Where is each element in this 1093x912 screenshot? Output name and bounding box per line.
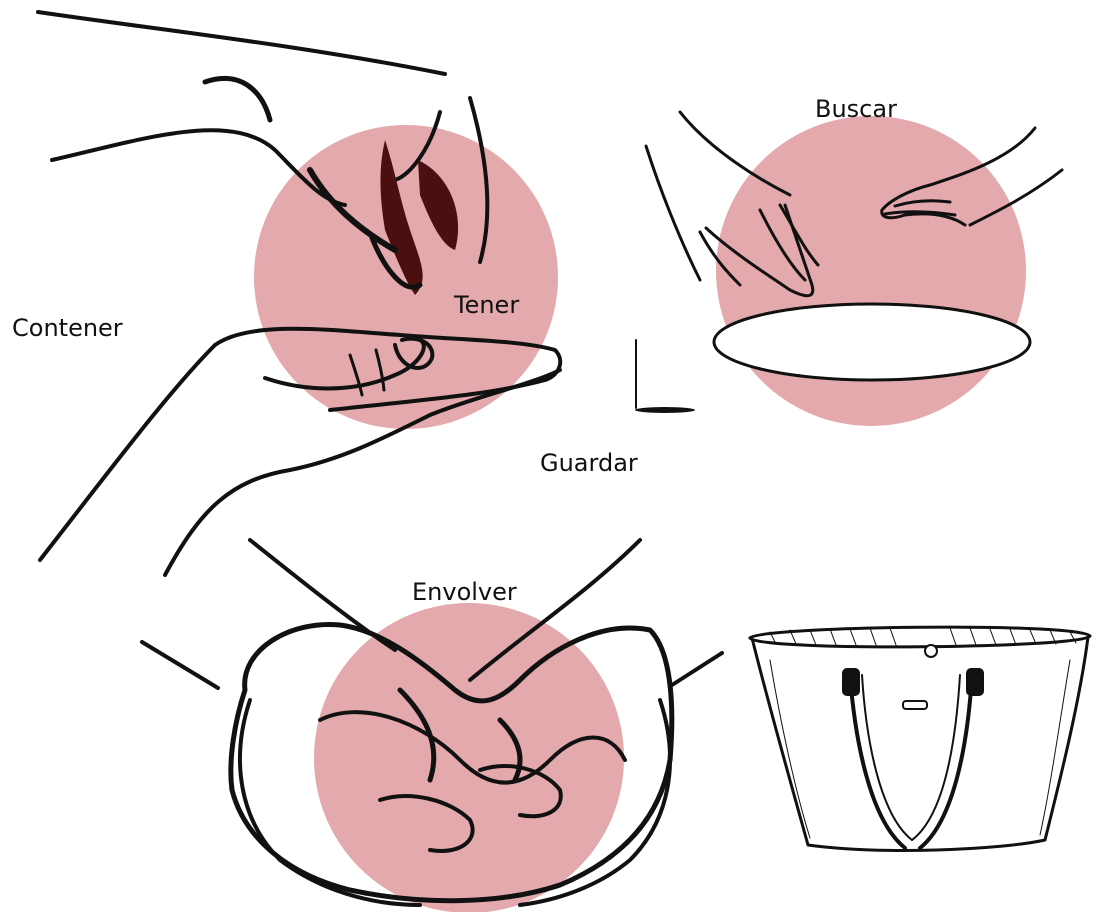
left-arm-line [646, 146, 700, 280]
label-guardar: Guardar [540, 451, 638, 475]
shelf-mark [635, 407, 695, 413]
envolver-circle [314, 603, 624, 912]
label-contener: Contener [12, 316, 123, 340]
label-buscar: Buscar [815, 97, 897, 121]
bag-label-tag [903, 701, 927, 709]
bag-handle-tab-left [842, 668, 860, 696]
label-tener: Tener [454, 293, 519, 317]
upper-thumb-curve [205, 78, 270, 120]
bag-snap-button [925, 645, 937, 657]
left-side-line [142, 642, 218, 688]
upper-arm-line [38, 12, 445, 74]
tote-bag-illustration [750, 627, 1090, 850]
right-side-line [672, 653, 722, 685]
buscar-illustration [635, 112, 1062, 426]
bag-body [752, 632, 1088, 851]
bag-handle-tab-right [966, 668, 984, 696]
label-envolver: Envolver [412, 580, 517, 604]
plate-ellipse [714, 304, 1030, 380]
bag-rim [750, 627, 1090, 647]
